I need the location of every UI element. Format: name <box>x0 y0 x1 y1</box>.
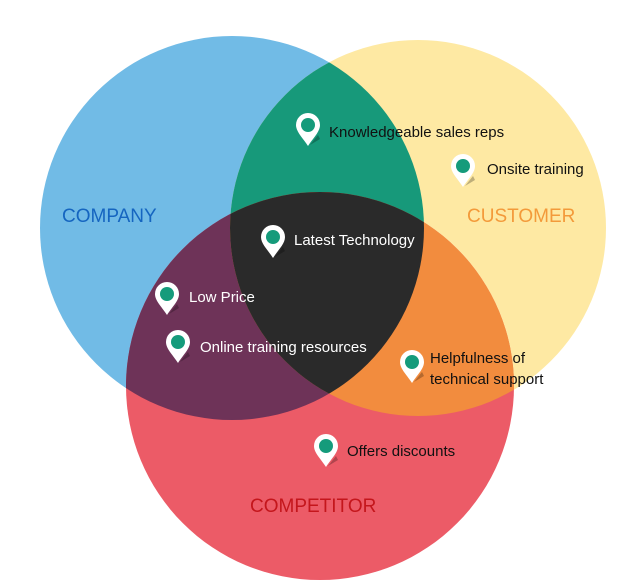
map-pin-icon <box>296 113 320 146</box>
competitor-label: COMPETITOR <box>250 496 376 517</box>
item-low-price: Low Price <box>189 289 255 306</box>
company-label: COMPANY <box>62 206 157 227</box>
map-pin-icon <box>400 350 424 383</box>
map-pin-icon <box>314 434 338 467</box>
item-onsite-training: Onsite training <box>487 161 584 178</box>
map-pin-icon <box>261 225 285 258</box>
item-offers-discounts: Offers discounts <box>347 443 455 460</box>
customer-label: CUSTOMER <box>467 206 575 227</box>
item-helpfulness-line2: technical support <box>430 371 544 388</box>
item-latest-technology: Latest Technology <box>294 232 415 249</box>
item-helpfulness-line1: Helpfulness of <box>430 350 526 367</box>
item-online-training-resources: Online training resources <box>200 339 367 356</box>
map-pin-icon <box>155 282 179 315</box>
item-knowledgeable-sales-reps: Knowledgeable sales reps <box>329 124 504 141</box>
map-pin-icon <box>166 330 190 363</box>
map-pin-icon <box>451 154 475 187</box>
